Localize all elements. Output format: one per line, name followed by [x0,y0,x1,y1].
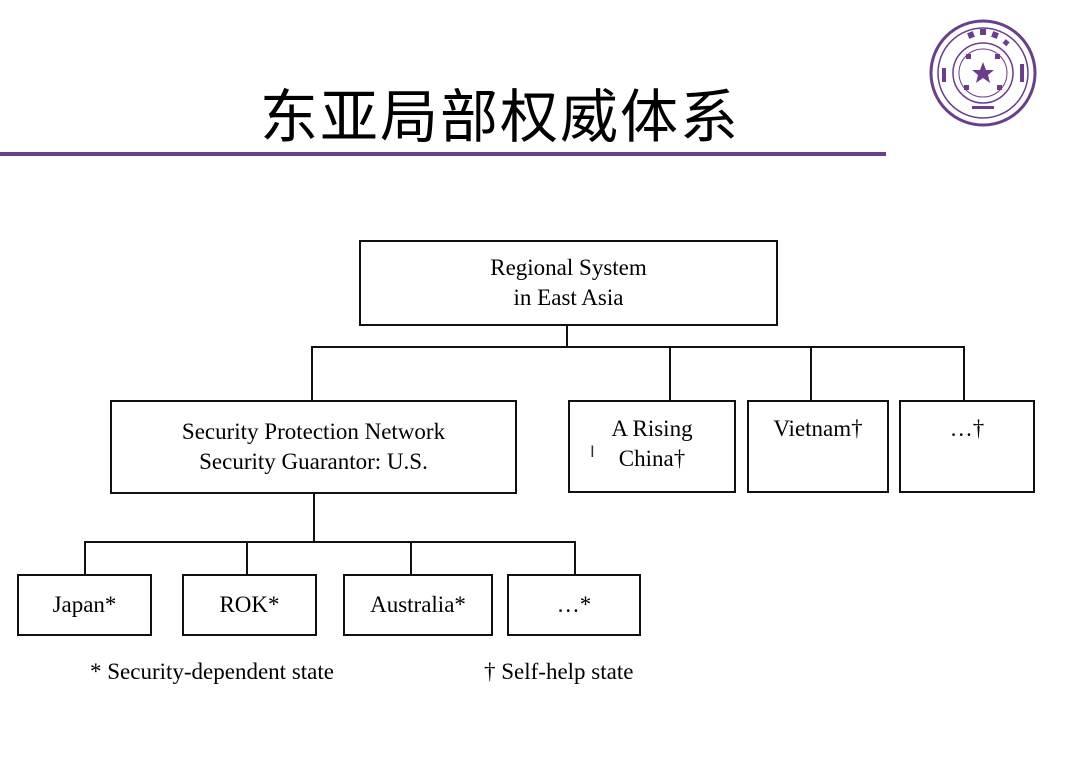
connector-line [84,541,576,543]
connector-line [311,346,313,402]
node-label-line1: Security Protection Network [181,419,446,444]
node-rising-china: A Rising China† [568,400,736,493]
connector-line [566,324,568,347]
legend-security-dependent: * Security-dependent state [90,659,334,684]
node-other-self-help: …† [899,400,1035,493]
node-regional-system: Regional System in East Asia [359,240,778,326]
connector-line [313,492,315,542]
node-rok: ROK* [182,574,317,636]
slide-title: 东亚局部权威体系 [259,83,740,151]
node-label-line1: Regional System [490,255,647,280]
node-label-line2: Security Guarantor: U.S. [199,449,428,474]
connector-line [311,346,965,348]
text-cursor-icon: I [590,442,595,461]
node-other-dependent: …* [507,574,641,636]
node-label: Vietnam† [773,416,863,441]
node-label: Japan* [52,592,117,617]
connector-line [84,541,86,575]
connector-line [574,541,576,575]
connector-line [963,346,965,402]
title-underline [0,152,886,156]
connector-line [810,346,812,402]
node-label-line1: A Rising [611,416,693,441]
node-label: …* [556,592,592,617]
node-label: …† [949,416,985,441]
connector-line [246,541,248,575]
node-label-line2: China† [618,446,686,471]
legend-self-help: † Self-help state [484,659,634,684]
connector-line [410,541,412,575]
node-label: Australia* [370,592,466,617]
node-label-line2: in East Asia [513,285,624,310]
node-japan: Japan* [17,574,152,636]
university-seal-icon [929,19,1037,127]
connector-line [669,346,671,402]
node-security-protection-network: Security Protection Network Security Gua… [110,400,517,494]
node-label: ROK* [219,592,280,617]
node-vietnam: Vietnam† [747,400,889,493]
node-australia: Australia* [343,574,493,636]
